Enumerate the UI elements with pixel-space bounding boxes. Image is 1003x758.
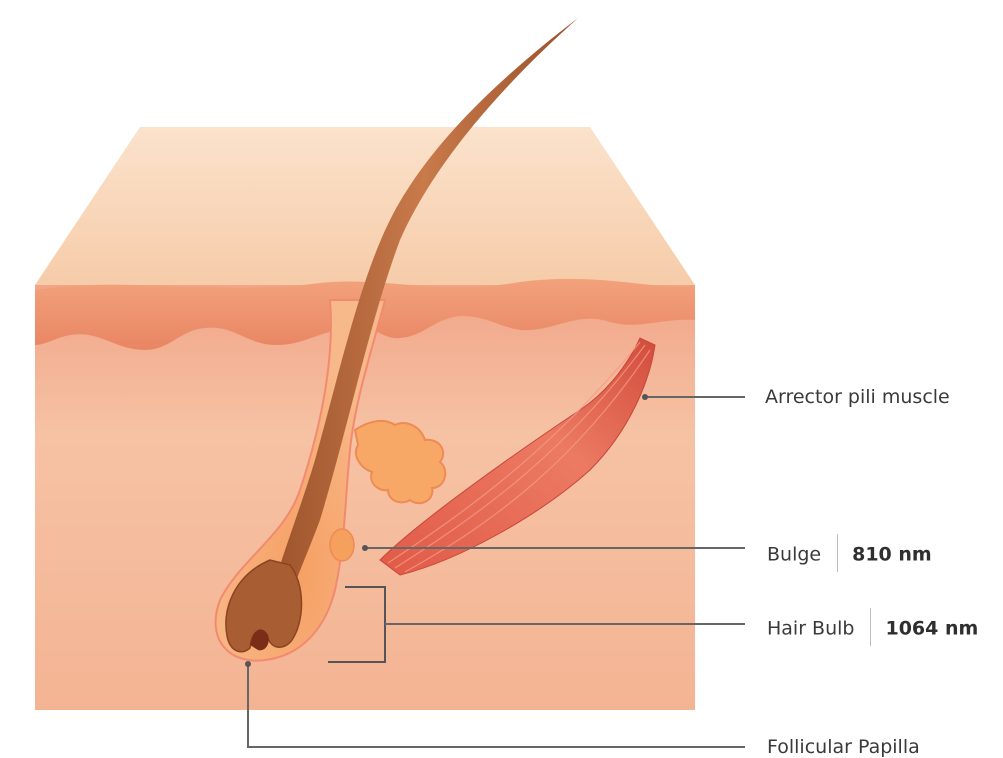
- arrector-pili-label: Arrector pili muscle: [765, 385, 950, 409]
- bulge-name: Bulge: [767, 544, 821, 566]
- bulge-bump: [330, 529, 354, 561]
- follicular-papilla-name: Follicular Papilla: [767, 736, 920, 758]
- bulge-separator: [837, 534, 838, 572]
- arrector-dot: [642, 394, 648, 400]
- hair-bulb-label: Hair Bulb 1064 nm: [767, 610, 978, 648]
- skin-top-surface: [35, 127, 695, 285]
- follicular-papilla-label: Follicular Papilla: [767, 735, 920, 758]
- papilla-dot: [245, 661, 251, 667]
- bulge-dot: [362, 545, 368, 551]
- hair-bulb-separator: [870, 608, 871, 646]
- hair-bulb-name: Hair Bulb: [767, 618, 854, 640]
- arrector-pili-name: Arrector pili muscle: [765, 386, 950, 408]
- bulge-wavelength: 810 nm: [852, 544, 932, 566]
- bulge-label: Bulge 810 nm: [767, 536, 932, 574]
- hair-bulb-wavelength: 1064 nm: [885, 618, 978, 640]
